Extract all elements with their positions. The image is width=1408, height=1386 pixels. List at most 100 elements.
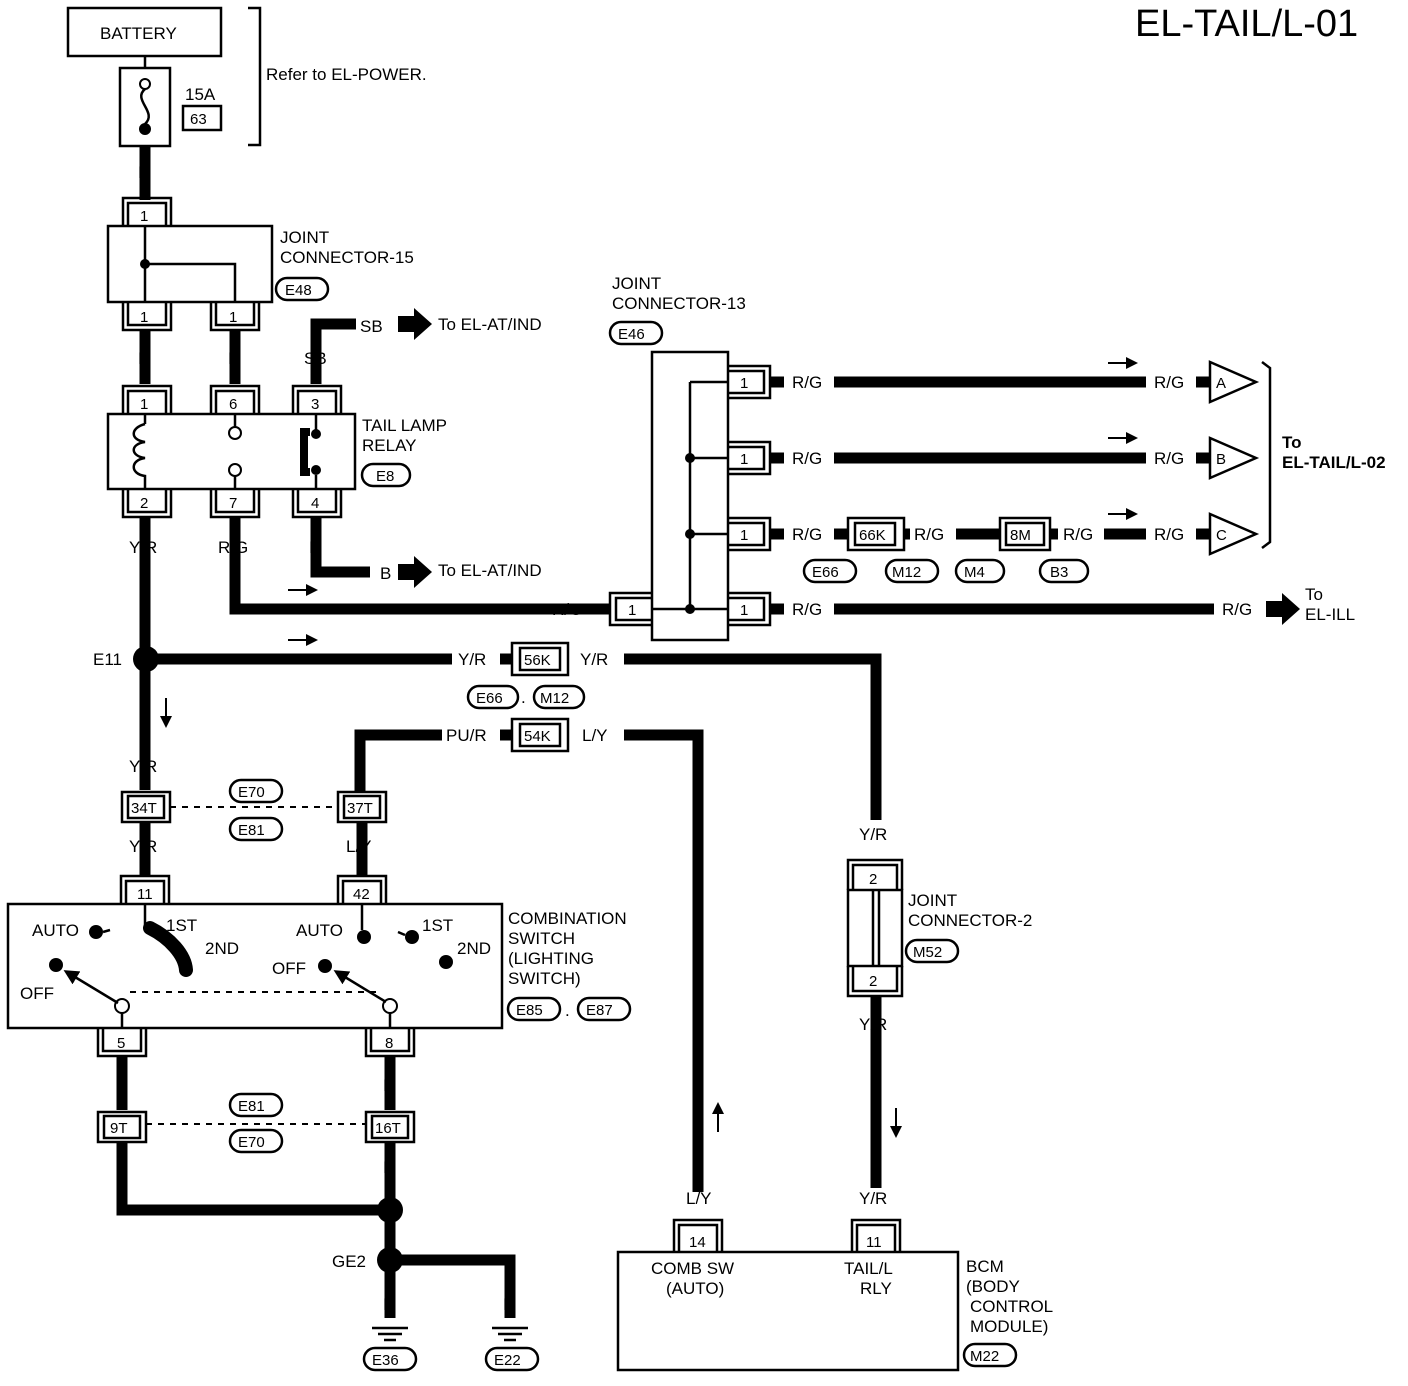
wire-label-rg-a2: R/G	[1154, 373, 1184, 392]
jc15-pin-in: 1	[140, 208, 148, 225]
ground-e36-icon	[372, 1326, 408, 1342]
sw-left-2nd: 2ND	[205, 939, 239, 958]
code-separator-sw: .	[565, 1001, 570, 1020]
relay-pin-7: 7	[229, 495, 237, 512]
to-ill-to: To	[1305, 585, 1323, 604]
sw-right-1st: 1ST	[422, 916, 453, 935]
sw-label-1: COMBINATION	[508, 909, 627, 928]
code-m52: M52	[913, 944, 942, 961]
wire-label-r-1: R	[138, 349, 150, 368]
connector-34t: 34T	[131, 800, 157, 817]
wire-label-rg-ill2: R/G	[1222, 600, 1252, 619]
jc13-pin-l1: 1	[628, 602, 636, 619]
code-e81-top: E81	[238, 822, 265, 839]
tail-lamp-relay: 1 6 3 2 7 4 TAIL LAMP RELAY E8	[106, 384, 447, 519]
sw-pin-8: 8	[385, 1035, 393, 1052]
to-at-ind-2: To EL-AT/IND	[438, 561, 542, 580]
sw-label-2: SWITCH	[508, 929, 575, 948]
jc13-pin-r1: 1	[740, 375, 748, 392]
splice-e11-label: E11	[93, 650, 122, 669]
relay-code: E8	[376, 468, 394, 485]
wire-label-yr-relay: Y/R	[129, 538, 157, 557]
jc2-pin-bottom: 2	[869, 973, 877, 990]
wire-label-rg-jc13-in: R/G	[552, 600, 582, 619]
code-b3: B3	[1050, 564, 1068, 581]
wire-label-b-e22: B	[503, 1295, 514, 1314]
wire-label-yr-56k-in: Y/R	[458, 650, 486, 669]
sw-left-contact-icon	[143, 921, 193, 977]
joint-connector-13: JOINT CONNECTOR-13 E46 1 1 1 1 1	[590, 274, 772, 642]
connector-66k: 66K	[859, 527, 886, 544]
code-e85: E85	[516, 1002, 543, 1019]
letter-b: B	[1216, 451, 1226, 468]
bcm-comb-sw: COMB SW	[651, 1259, 734, 1278]
wire-label-pur: PU/R	[446, 726, 487, 745]
sw-right-2nd: 2ND	[457, 939, 491, 958]
sw-right-off: OFF	[272, 959, 306, 978]
jc2-label-1: JOINT	[908, 891, 957, 910]
letter-c: C	[1216, 527, 1227, 544]
relay-pin-2: 2	[140, 495, 148, 512]
bcm-label-3: CONTROL	[970, 1297, 1053, 1316]
jc15-pin-a: 1	[140, 309, 148, 326]
jc13-code: E46	[618, 326, 645, 343]
jc13-pin-r3: 1	[740, 527, 748, 544]
connector-8m: 8M	[1010, 527, 1031, 544]
wire-label-b-e36: B	[383, 1295, 394, 1314]
wire-label-yr-jc2-out: Y/R	[859, 1015, 887, 1034]
wire-label-yr-34t: Y/R	[129, 757, 157, 776]
arrow-at-ind-2-icon	[398, 556, 432, 588]
bcm-pin-14: 14	[689, 1234, 706, 1251]
connector-54k: 54K	[524, 728, 551, 745]
wire-label-b-sw5: B	[116, 1076, 127, 1095]
diagram-title: EL-TAIL/L-01	[1135, 3, 1358, 45]
connector-56k: 56K	[524, 652, 551, 669]
wire-label-b-sw8: B	[383, 1076, 394, 1095]
code-separator-mid: .	[521, 688, 526, 707]
wire-label-b-relay: B	[309, 538, 320, 557]
relay-pin-6: 6	[229, 396, 237, 413]
sw-left-off: OFF	[20, 984, 54, 1003]
sw-left-1st: 1ST	[166, 916, 197, 935]
sw-pin-11: 11	[137, 886, 153, 903]
fuse-icon	[139, 123, 151, 135]
bcm-label-2: (BODY	[966, 1277, 1020, 1296]
code-m22: M22	[970, 1348, 999, 1365]
fuse-number: 63	[190, 111, 207, 128]
code-e66: E66	[812, 564, 839, 581]
arrow-at-ind-icon	[398, 308, 432, 340]
combination-switch: 11 42 AUTO 1ST 2ND OFF AUTO 1ST 2ND OFF …	[6, 874, 632, 1058]
bcm-comb-auto: (AUTO)	[666, 1279, 724, 1298]
code-e36: E36	[372, 1352, 399, 1369]
sw-label-4: SWITCH)	[508, 969, 581, 988]
wire-label-yr-bcm: Y/R	[859, 1189, 887, 1208]
joint-connector-2: 2 2 JOINT CONNECTOR-2 M52	[846, 858, 1032, 998]
relay-label-2: RELAY	[362, 436, 417, 455]
wire-label-b-9t: B	[116, 1158, 127, 1177]
jc13-pin-r2: 1	[740, 451, 748, 468]
wire-label-r-top: R	[138, 163, 150, 182]
code-m12-mid: M12	[540, 690, 569, 707]
wire-label-rg-c4: R/G	[1154, 525, 1184, 544]
wire-label-b-atind: B	[380, 564, 391, 583]
relay-label-1: TAIL LAMP	[362, 416, 447, 435]
wire-label-rg-c1: R/G	[792, 525, 822, 544]
sw-right-auto: AUTO	[296, 921, 343, 940]
code-m4: M4	[964, 564, 985, 581]
relay-pin-4: 4	[311, 495, 319, 512]
battery-box	[66, 6, 223, 58]
bcm-label-4: MODULE)	[970, 1317, 1048, 1336]
connector-9t: 9T	[110, 1120, 128, 1137]
wire-label-rg-b2: R/G	[1154, 449, 1184, 468]
wire-label-rg-ill1: R/G	[792, 600, 822, 619]
bcm-label-1: BCM	[966, 1257, 1004, 1276]
splice-ge2-label: GE2	[332, 1252, 366, 1271]
wire-label-yr-56k-out: Y/R	[580, 650, 608, 669]
fuse-rating: 15A	[185, 85, 216, 104]
refer-power-note: Refer to EL-POWER.	[266, 65, 427, 84]
joint-connector-15: 1 1 1 JOINT CONNECTOR-15 E48	[106, 196, 414, 332]
jc15-label-1: JOINT	[280, 228, 329, 247]
letter-a: A	[1216, 375, 1226, 392]
battery-label: BATTERY	[100, 24, 177, 43]
